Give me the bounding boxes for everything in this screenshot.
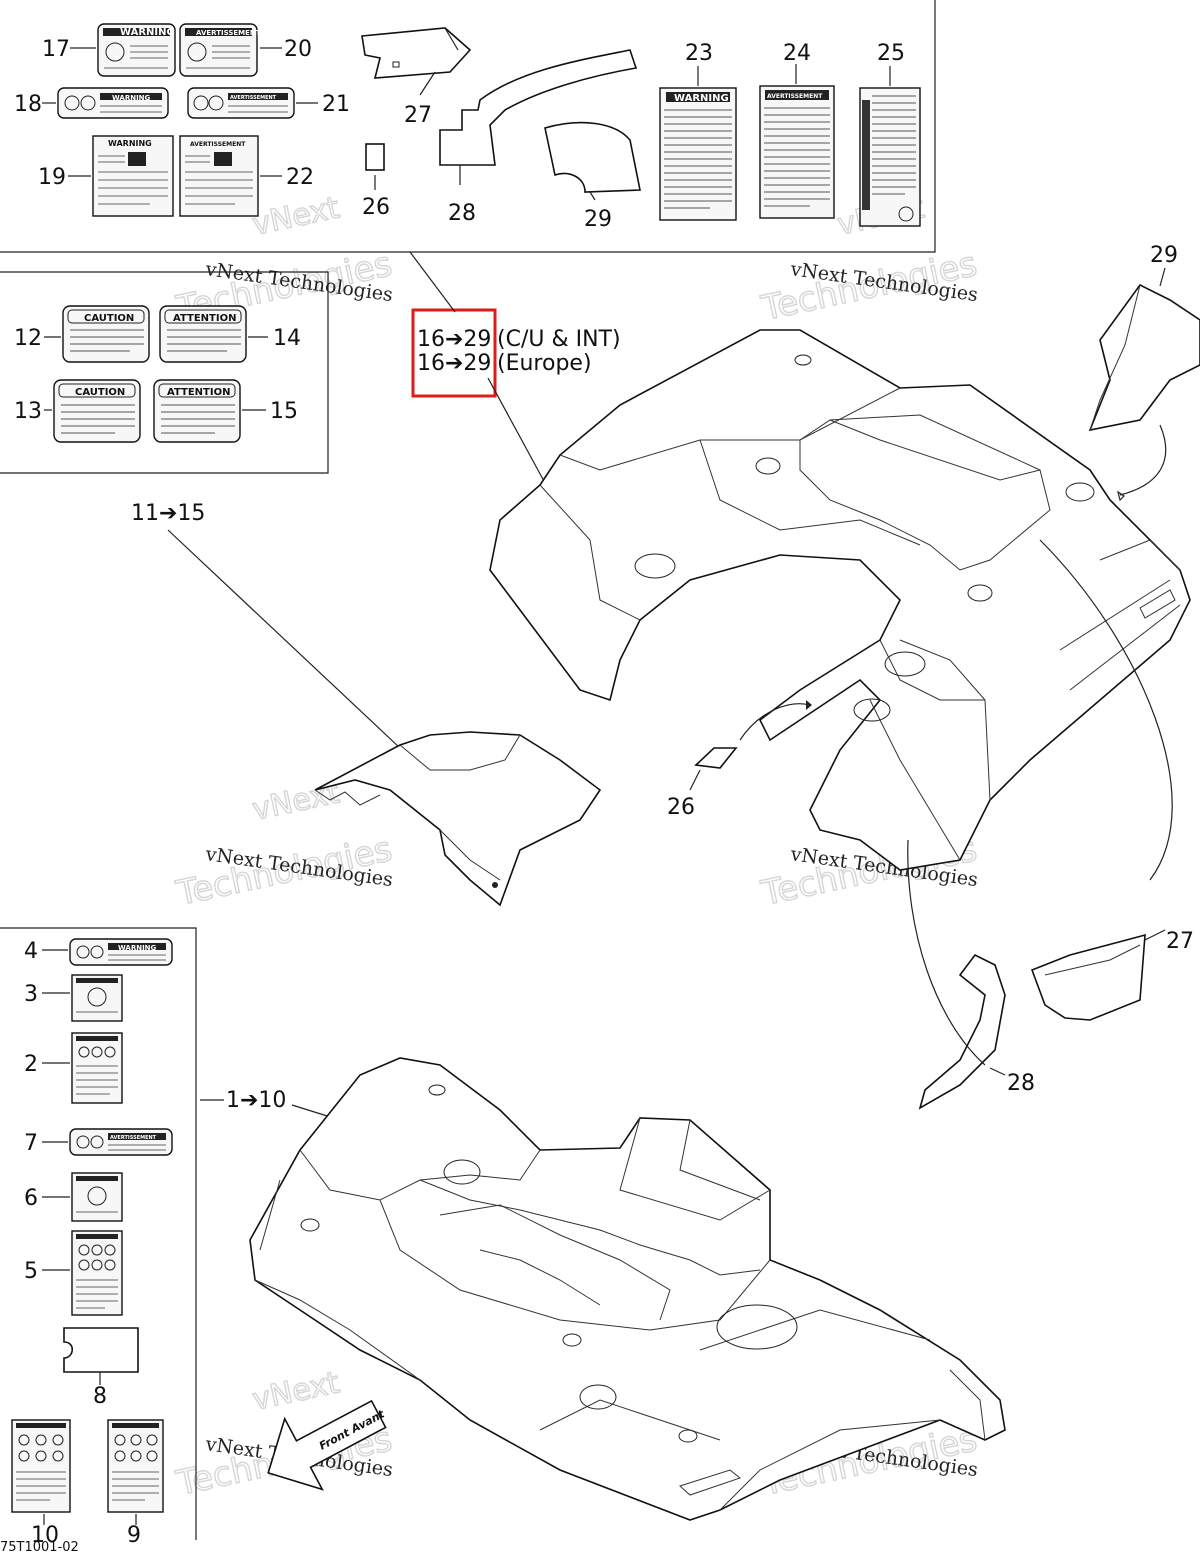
callout-9: 9 [127, 1523, 141, 1548]
callout-25: 25 [877, 41, 905, 66]
svg-text:WARNING: WARNING [112, 94, 151, 102]
part-27-lower [1030, 929, 1166, 1021]
decal-22: AVERTISSEMENT [179, 135, 259, 217]
svg-text:AVERTISSEMENT: AVERTISSEMENT [230, 95, 277, 101]
decal-25 [859, 66, 921, 227]
decal-17: WARNING [97, 23, 176, 77]
svg-text:AVERTISSEMENT: AVERTISSEMENT [196, 29, 261, 37]
part-26-top [365, 143, 385, 190]
callout-6: 6 [24, 1186, 38, 1211]
callout-15: 15 [270, 399, 298, 424]
callout-2: 2 [24, 1052, 38, 1077]
inset-box-bottom-left [0, 927, 197, 1540]
svg-text:CAUTION: CAUTION [75, 387, 125, 398]
callout-28-top: 28 [448, 201, 476, 226]
rear-body-upper [489, 329, 1191, 871]
svg-text:AVERTISSEMENT: AVERTISSEMENT [190, 141, 246, 148]
part-28-top [439, 49, 638, 185]
decal-14: ATTENTION [159, 305, 247, 363]
svg-text:WARNING: WARNING [118, 944, 157, 952]
callout-12: 12 [14, 326, 42, 351]
callout-18: 18 [14, 92, 42, 117]
decal-18: WARNING [57, 87, 169, 119]
callout-14: 14 [273, 326, 301, 351]
callout-4: 4 [24, 939, 38, 964]
callout-22: 22 [286, 165, 314, 190]
decal-19: WARNING [92, 135, 174, 217]
callout-8: 8 [93, 1384, 107, 1409]
callout-21: 21 [322, 92, 350, 117]
callout-range-11-15: 11➔15 [131, 501, 205, 526]
svg-text:AVERTISSEMENT: AVERTISSEMENT [110, 1135, 157, 1141]
part-27-top [361, 27, 472, 96]
leader-29-right [1159, 267, 1166, 287]
callout-range-1-10: 1➔10 [226, 1088, 286, 1113]
leaders-2-7 [42, 949, 70, 1271]
decal-4: WARNING [69, 938, 173, 966]
callout-3: 3 [24, 982, 38, 1007]
callout-20: 20 [284, 37, 312, 62]
callout-26-lower: 26 [667, 795, 695, 820]
decal-24: AVERTISSEMENT [759, 64, 835, 219]
callout-27-top: 27 [404, 103, 432, 128]
callout-13: 13 [14, 399, 42, 424]
diagram-code: 75T1001-02 [0, 1540, 79, 1555]
decal-20: AVERTISSEMENT [179, 23, 261, 77]
leaders-12-15 [44, 336, 268, 411]
part-29-top [544, 121, 641, 201]
svg-text:ATTENTION: ATTENTION [167, 387, 230, 398]
callout-24: 24 [783, 41, 811, 66]
inset-box-left [0, 271, 329, 474]
callout-label-cu: (C/U & INT) [497, 327, 621, 352]
part-26-lower [689, 700, 812, 791]
callout-27-lower: 27 [1166, 929, 1194, 954]
callout-19: 19 [38, 165, 66, 190]
watermark-vnext: vNext [249, 190, 342, 243]
svg-text:WARNING: WARNING [108, 139, 152, 148]
callout-28-lower: 28 [1007, 1071, 1035, 1096]
callout-7: 7 [24, 1131, 38, 1156]
decal-12: CAUTION [62, 305, 150, 363]
decal-9 [107, 1419, 164, 1525]
callout-26-top: 26 [362, 195, 390, 220]
part-28-lower [907, 539, 1173, 1110]
decal-23: WARNING [659, 66, 737, 221]
decal-3 [71, 974, 123, 1022]
svg-text:CAUTION: CAUTION [84, 313, 134, 324]
leader-11-15 [167, 529, 401, 749]
part-29-fender [1088, 283, 1200, 502]
decal-21: AVERTISSEMENT [187, 87, 295, 119]
callout-29-right: 29 [1150, 243, 1178, 268]
callout-5: 5 [24, 1259, 38, 1284]
decal-15: ATTENTION [153, 379, 241, 443]
svg-text:AVERTISSEMENT: AVERTISSEMENT [767, 93, 823, 100]
callout-range-16-29-eu: 16➔29 [417, 351, 491, 376]
callout-label-eu: (Europe) [497, 351, 592, 376]
leader-to-inset [409, 251, 456, 313]
front-body-lower [249, 1057, 1006, 1521]
leader-to-rear-body [487, 377, 546, 484]
leaders-17-22 [42, 47, 318, 177]
svg-text:WARNING: WARNING [674, 93, 729, 104]
decal-2 [71, 1032, 123, 1104]
callout-17: 17 [42, 37, 70, 62]
callout-23: 23 [685, 41, 713, 66]
svg-text:WARNING: WARNING [120, 27, 175, 38]
decal-13: CAUTION [53, 379, 141, 443]
decal-5 [71, 1230, 123, 1316]
watermark-vnext: vNext [249, 1365, 342, 1418]
svg-text:ATTENTION: ATTENTION [173, 313, 236, 324]
decal-7: AVERTISSEMENT [69, 1128, 173, 1156]
decal-10 [11, 1419, 71, 1525]
callout-10: 10 [31, 1523, 59, 1548]
callout-29-top: 29 [584, 207, 612, 232]
part-8-plate [63, 1327, 139, 1385]
callout-range-16-29-cu: 16➔29 [417, 327, 491, 352]
part-storage-insert [314, 731, 602, 907]
decal-6 [71, 1172, 123, 1222]
inset-box-top [0, 0, 936, 253]
